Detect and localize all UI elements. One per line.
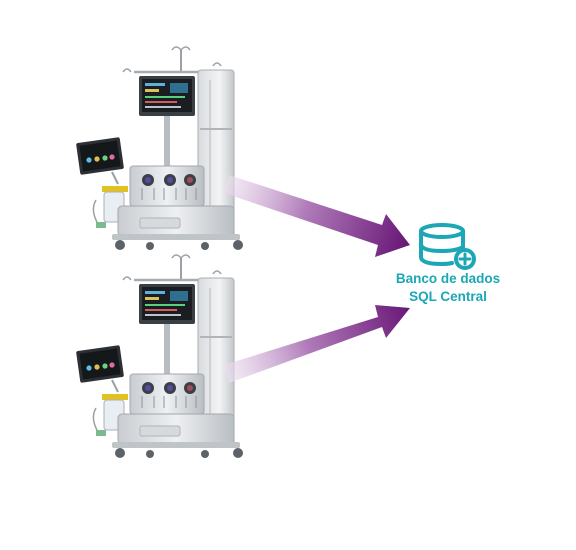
database-plus-icon (419, 223, 476, 270)
perfusion-cart-icon (74, 45, 245, 252)
arrow-bottom-to-database (224, 305, 410, 383)
database-label: Banco de dados SQL Central (378, 270, 518, 306)
database-label-line2: SQL Central (409, 289, 487, 304)
perfusion-cart-icon (74, 253, 245, 460)
arrow-top-to-database (224, 175, 410, 257)
database-label-line1: Banco de dados (395, 271, 501, 286)
